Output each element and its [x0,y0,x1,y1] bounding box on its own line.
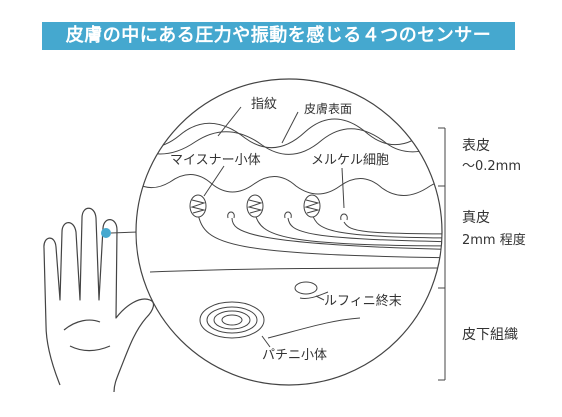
pacinian-corpuscle [199,301,265,339]
nerve-fiber [254,213,442,247]
epidermis-dermis-boundary [136,174,442,196]
depth-scale [438,127,446,381]
pacinian-label: パチニ小体 [262,348,327,363]
ruffini-label: ルフィニ終末 [324,293,402,309]
epidermis-label: 表皮 [462,138,490,154]
leader-line [341,167,345,209]
dermis-depth: 2mm 程度 [462,232,526,248]
skin-surface-label: 皮膚表面 [304,101,352,116]
leader-line [315,295,325,301]
dermis-label: 真皮 [462,210,490,226]
nerve-fiber [299,291,329,299]
leader-line [203,165,225,197]
skin-surface-ridges-inner [136,128,442,155]
nerve-fiber [231,217,442,251]
hand-illustration [43,207,155,393]
fingertip-marker [101,228,111,238]
fingerprint-label: 指紋 [251,97,277,112]
merkel-endings [227,211,348,221]
merkel-label: メルケル細胞 [311,153,389,168]
leader-line [217,106,242,137]
nerve-fiber [267,317,361,339]
ruffini-ending [294,281,318,295]
subcutis-label: 皮下組織 [462,327,518,343]
meissner-corpuscles [189,194,321,218]
leader-line [281,111,299,144]
leader-line [261,335,271,348]
diagram-title: 皮膚の中にある圧力や振動を感じる４つのセンサー [42,22,515,50]
nerve-fiber [287,217,442,243]
nerve-fiber [197,213,442,259]
magnified-skin-circle [135,78,443,386]
epidermis-depth: 〜0.2mm [462,159,521,174]
nerve-fiber [343,221,442,235]
nerve-fiber [311,213,442,239]
nerve-fiber [149,267,442,273]
meissner-label: マイスナー小体 [170,153,261,168]
zoom-connector [110,231,139,234]
